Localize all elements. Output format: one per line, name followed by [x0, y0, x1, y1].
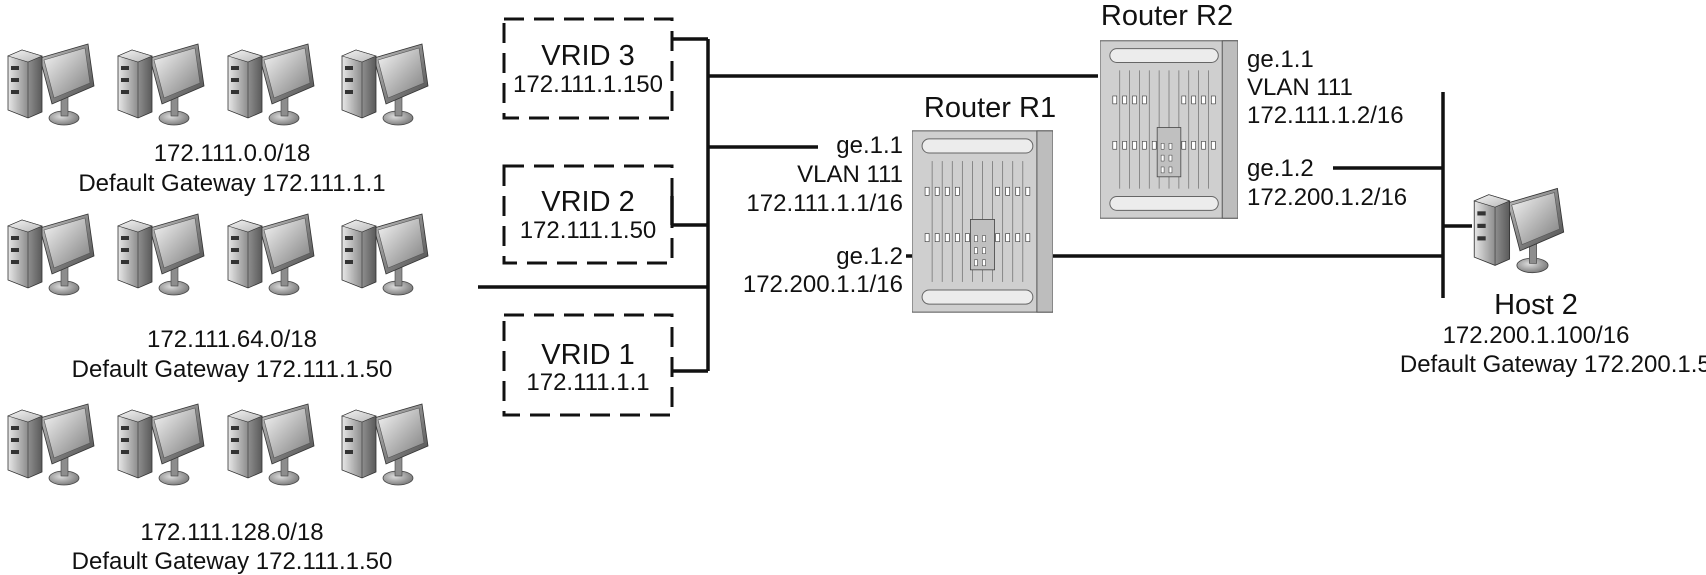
r1-port2-ip: 172.200.1.1/16	[743, 271, 903, 298]
r2-port1-vlan: VLAN 111	[1247, 74, 1353, 101]
workstation-icon	[227, 403, 315, 486]
host-ip: 172.200.1.100/16	[1443, 322, 1630, 349]
workstation-icon	[341, 213, 429, 296]
workstation-icon	[7, 403, 95, 486]
workstation-group-1: 172.111.0.0/18 Default Gateway 172.111.1…	[7, 43, 429, 197]
vrid-2: VRID 2 172.111.1.50	[502, 164, 674, 265]
workstation-icon	[341, 43, 429, 126]
router-r2: Router R2 ge.1.1 VLAN 111 172.111.1.2/16…	[1100, 0, 1407, 219]
vrid-ip: 172.111.1.150	[513, 71, 663, 98]
network-links	[478, 37, 1472, 373]
r2-port2-name: ge.1.2	[1247, 155, 1314, 182]
workstation-icon	[117, 213, 205, 296]
gateway-label: Default Gateway 172.111.1.50	[72, 548, 393, 575]
r2-port2-ip: 172.200.1.2/16	[1247, 184, 1407, 211]
r1-port1-ip: 172.111.1.1/16	[746, 190, 903, 217]
workstation-icon	[227, 43, 315, 126]
r1-port1-name: ge.1.1	[836, 132, 903, 159]
workstation-icon	[1473, 187, 1565, 274]
gateway-label: Default Gateway 172.111.1.1	[78, 170, 385, 197]
router-chassis-icon	[912, 130, 1053, 313]
host-gateway: Default Gateway 172.200.1.50	[1400, 351, 1706, 378]
subnet-label: 172.111.64.0/18	[147, 326, 317, 353]
vrid-name: VRID 2	[541, 186, 634, 218]
workstation-icon	[7, 213, 95, 296]
gateway-label: Default Gateway 172.111.1.50	[72, 356, 393, 383]
router-title: Router R1	[924, 92, 1056, 124]
router-title: Router R2	[1101, 0, 1233, 32]
vrid-name: VRID 1	[541, 339, 634, 371]
vrid-ip: 172.111.1.50	[520, 217, 657, 244]
r1-port1-vlan: VLAN 111	[797, 161, 903, 188]
vrid-ip: 172.111.1.1	[526, 369, 649, 396]
r2-port1-ip: 172.111.1.2/16	[1247, 102, 1404, 129]
workstation-icon	[227, 213, 315, 296]
host-title: Host 2	[1494, 289, 1578, 321]
host-2: Host 2 172.200.1.100/16 Default Gateway …	[1400, 187, 1706, 378]
router-r1: Router R1 ge.1.1 VLAN 111 172.111.1.1/16…	[743, 92, 1056, 313]
r2-port1-name: ge.1.1	[1247, 46, 1314, 73]
workstation-icon	[341, 403, 429, 486]
vrid-3: VRID 3 172.111.1.150	[502, 17, 674, 120]
r1-port2-name: ge.1.2	[836, 243, 903, 270]
vrid-1: VRID 1 172.111.1.1	[502, 313, 674, 417]
router-chassis-icon	[1100, 40, 1238, 219]
workstation-group-3: 172.111.128.0/18 Default Gateway 172.111…	[7, 403, 429, 575]
workstation-icon	[7, 43, 95, 126]
workstation-icon	[117, 43, 205, 126]
workstation-icon	[117, 403, 205, 486]
subnet-label: 172.111.0.0/18	[154, 140, 311, 167]
vrid-name: VRID 3	[541, 40, 634, 72]
workstation-group-2: 172.111.64.0/18 Default Gateway 172.111.…	[7, 213, 429, 383]
subnet-label: 172.111.128.0/18	[140, 519, 323, 546]
